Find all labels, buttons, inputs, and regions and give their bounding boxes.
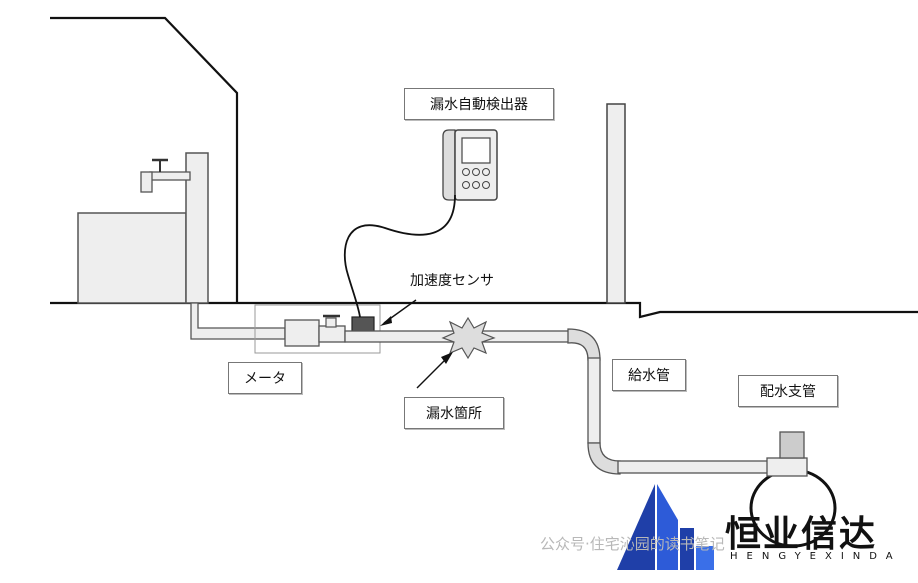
supply-pipe-lower: [617, 460, 769, 474]
sensor-label: 加速度センサ: [410, 273, 494, 289]
leak-arrow: [416, 352, 453, 389]
detector-label: 漏水自動検出器: [404, 88, 554, 120]
pipe-elbow-upper: [567, 328, 601, 361]
branch-pipe-label: 配水支管: [738, 375, 838, 407]
fence-post: [606, 103, 626, 304]
brand-logo-icon: [617, 484, 714, 570]
leak-burst-icon: [441, 316, 496, 360]
brand-name-en: HENGYEXINDA: [730, 551, 902, 562]
pipe-elbow-lower: [587, 442, 621, 475]
meter-body: [284, 319, 320, 347]
sink-block: [77, 212, 187, 304]
supply-pipe-label: 給水管: [612, 359, 686, 391]
faucet-icon: [140, 158, 191, 193]
sensor-arrow: [380, 299, 417, 326]
valve-icon: [323, 314, 340, 328]
service-pipe: [190, 302, 286, 340]
ground-line: [50, 301, 918, 319]
meter-box: [254, 304, 381, 354]
watermark-text: 公众号·住宅沁园的读书笔记: [540, 535, 725, 553]
supply-pipe-vertical: [587, 357, 601, 444]
branch-pipe-cap: [779, 431, 805, 459]
house-outline: [50, 16, 239, 303]
meter-label: メータ: [228, 362, 302, 394]
leak-detector-device: [442, 129, 498, 201]
leak-label: 漏水箇所: [404, 397, 504, 429]
brand-name-cn: 恒业信达: [725, 514, 878, 555]
sensor-cable: [343, 194, 456, 318]
acceleration-sensor: [351, 316, 375, 333]
